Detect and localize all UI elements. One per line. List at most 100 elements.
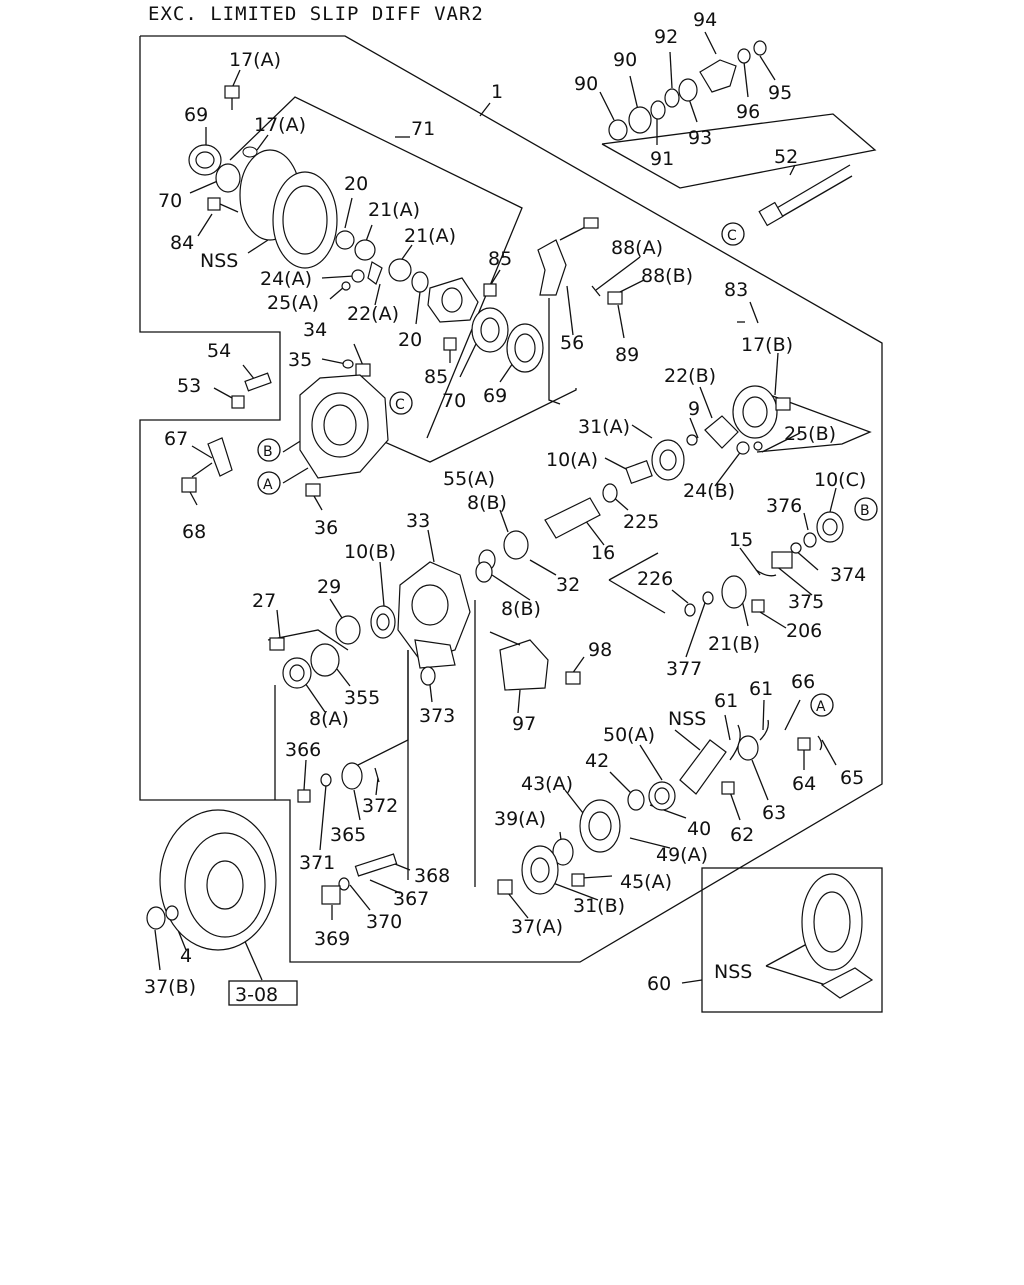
callout-49a: 49(A) (656, 844, 708, 866)
callout-55a: 55(A) (443, 468, 495, 490)
callout-54: 54 (207, 340, 231, 362)
callout-71: 71 (411, 118, 435, 140)
callout-25a: 25(A) (267, 292, 319, 314)
callout-365: 365 (330, 824, 366, 846)
callout-50a: 50(A) (603, 724, 655, 746)
ref-label-a-2: A (816, 699, 826, 715)
callout-67: 67 (164, 428, 188, 450)
callout-20-second: 20 (398, 329, 422, 351)
callout-22b: 22(B) (664, 365, 716, 387)
callout-24a: 24(A) (260, 268, 312, 290)
callout-83: 83 (724, 279, 748, 301)
ref-circle-b-1 (257, 438, 281, 462)
nss-gear-set-60-drawing (801, 873, 874, 999)
bolt-68-drawing (181, 477, 197, 493)
callout-376: 376 (766, 495, 802, 517)
plate-29-drawing (335, 615, 361, 645)
callout-labels: 17(A) 69 17(A) 71 1 70 84 NSS 20 21(A) 2… (144, 9, 870, 1006)
callout-9: 9 (688, 398, 700, 420)
side-gear-21a-drawing (354, 239, 376, 261)
callout-371: 371 (299, 852, 335, 874)
callout-56: 56 (560, 332, 584, 354)
callout-8a: 8(A) (309, 708, 349, 730)
callout-226: 226 (637, 568, 673, 590)
callout-8b-upper: 8(B) (467, 492, 507, 514)
bolt-84-drawing (207, 197, 239, 213)
bolt-27-drawing (269, 637, 285, 651)
callout-4: 4 (180, 945, 192, 967)
washer-63-drawing (737, 735, 759, 761)
drive-pinion-drawing (648, 739, 727, 811)
callout-53: 53 (177, 375, 201, 397)
ref-box-label-3-08: 3-08 (235, 984, 278, 1006)
callout-367: 367 (393, 888, 429, 910)
callout-95: 95 (768, 82, 792, 104)
ref-circle-a-2 (810, 693, 834, 717)
sleeve-32-drawing (503, 530, 529, 560)
flange-355-drawing (310, 643, 340, 677)
ref-label-b-2: B (860, 503, 870, 519)
part-drawings (146, 40, 874, 999)
callout-61-left: 61 (714, 690, 738, 712)
nut-64-drawing (797, 737, 811, 751)
callout-20-top: 20 (344, 173, 368, 195)
carrier-housing-drawing (299, 374, 389, 479)
callout-368: 368 (414, 865, 450, 887)
callout-63: 63 (762, 802, 786, 824)
callout-nss-pinion: NSS (668, 708, 706, 730)
callout-43a: 43(A) (521, 773, 573, 795)
callout-36: 36 (314, 517, 338, 539)
callout-21b: 21(B) (708, 633, 760, 655)
shaft-52-drawing (758, 164, 853, 227)
bolt-206-drawing (751, 599, 765, 613)
callout-98: 98 (588, 639, 612, 661)
callout-42: 42 (585, 750, 609, 772)
callout-16: 16 (591, 542, 615, 564)
stud-54-nut-53-drawing (231, 372, 272, 409)
callout-369: 369 (314, 928, 350, 950)
transfer-housing-33-drawing (397, 561, 471, 669)
callout-31b: 31(B) (573, 895, 625, 917)
bolt-45a-drawing (571, 873, 585, 887)
callout-68: 68 (182, 521, 206, 543)
actuator-97-drawing (489, 631, 581, 691)
output-shaft-parts-90-96-drawing (608, 40, 767, 141)
callout-91: 91 (650, 148, 674, 170)
callout-21a-second: 21(A) (404, 225, 456, 247)
main-boundary-outline (139, 35, 883, 963)
callout-10b: 10(B) (344, 541, 396, 563)
callout-225: 225 (623, 511, 659, 533)
callout-24b: 24(B) (683, 480, 735, 502)
callout-27: 27 (252, 590, 276, 612)
callout-90-right: 90 (613, 49, 637, 71)
bracket-67-drawing (207, 437, 233, 477)
callout-22a: 22(A) (347, 303, 399, 325)
bearing-70-drawing (215, 163, 241, 193)
callout-85-lower: 85 (424, 366, 448, 388)
bolt-89-drawing (607, 291, 623, 305)
callout-34: 34 (303, 319, 327, 341)
ref-circle-b-2 (854, 497, 878, 521)
plug-373-drawing (420, 666, 436, 686)
clip-15-drawing (755, 569, 777, 577)
callout-17a-second: 17(A) (254, 114, 306, 136)
ref-box-3-08 (228, 980, 298, 1006)
callout-96: 96 (736, 101, 760, 123)
callout-69-top: 69 (184, 104, 208, 126)
callout-31a: 31(A) (578, 416, 630, 438)
bolt-34-drawing (355, 363, 371, 377)
shim-42-drawing (627, 789, 645, 811)
needle-bearing-10a-drawing (625, 459, 653, 485)
callout-15: 15 (729, 529, 753, 551)
callout-33: 33 (406, 510, 430, 532)
bearing-39a-drawing (552, 838, 574, 866)
callout-45a: 45(A) (620, 871, 672, 893)
ref-circle-c-1 (721, 222, 745, 246)
callout-372: 372 (362, 795, 398, 817)
spring-plunger-367-370-drawing (321, 853, 398, 905)
callout-29: 29 (317, 576, 341, 598)
pinion-gear-21a-drawing (388, 258, 412, 282)
actuator-365-drawing (341, 762, 363, 790)
ref-circle-a-1 (257, 471, 281, 495)
bracket-56-drawing (537, 217, 599, 296)
